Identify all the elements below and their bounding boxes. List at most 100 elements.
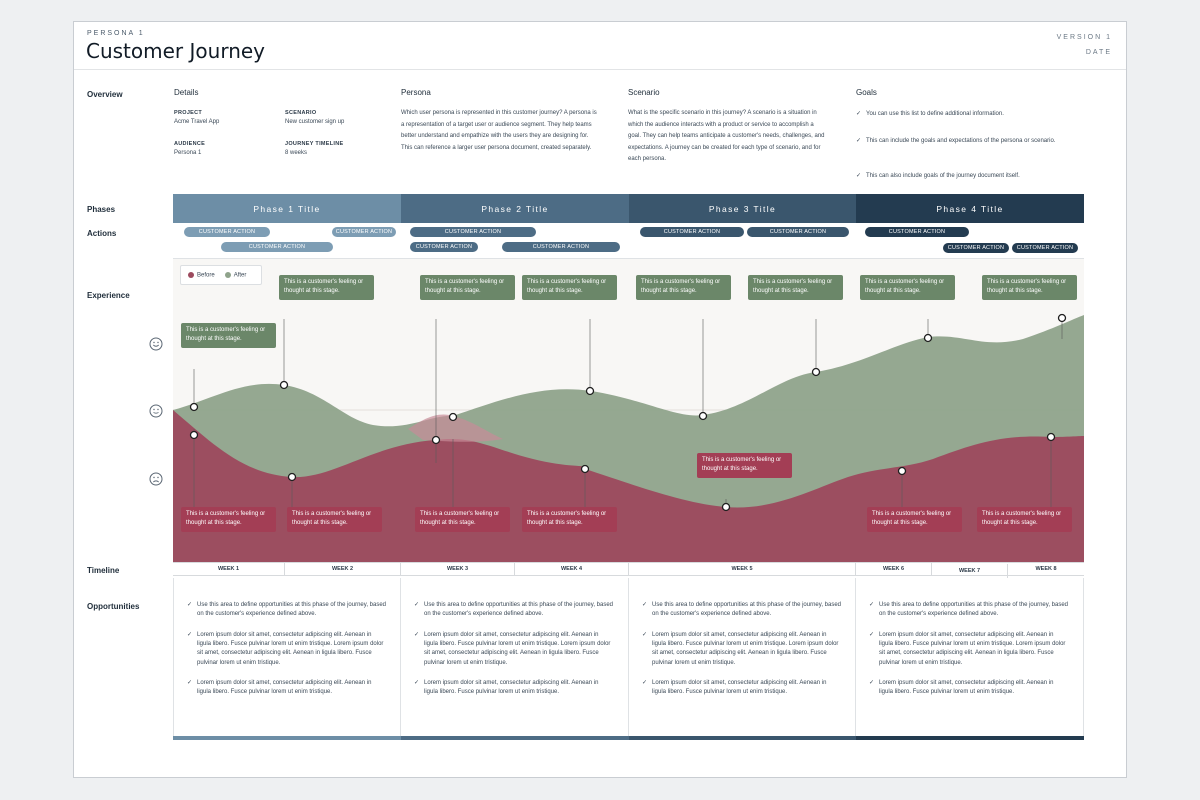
before-point — [721, 502, 731, 512]
scenario-title: Scenario — [628, 88, 660, 97]
journey-timeline-value: 8 weeks — [285, 150, 308, 156]
feeling-bubble-after: This is a customer's feeling or thought … — [522, 275, 617, 300]
smiley-happy-icon — [149, 337, 163, 351]
after-point — [698, 411, 708, 421]
opportunities-column-1: Use this area to define opportunities at… — [173, 578, 401, 738]
feeling-bubble-before: This is a customer's feeling or thought … — [977, 507, 1072, 532]
phase-bar-4 — [856, 736, 1084, 740]
audience-label: AUDIENCE — [174, 141, 206, 147]
customer-action-pill: CUSTOMER ACTION — [865, 227, 969, 237]
opportunities-column-2: Use this area to define opportunities at… — [401, 578, 629, 738]
header-divider — [74, 69, 1126, 70]
scenario-text: What is the specific scenario in this jo… — [628, 110, 825, 162]
before-point — [287, 472, 297, 482]
feeling-bubble-after: This is a customer's feeling or thought … — [279, 275, 374, 300]
opportunity-item: Use this area to define opportunities at… — [642, 601, 842, 619]
feeling-bubble-after: This is a customer's feeling or thought … — [420, 275, 515, 300]
journey-timeline-label: JOURNEY TIMELINE — [285, 141, 344, 147]
phase-header-3: Phase 3 Title — [629, 194, 856, 223]
legend-after-label: After — [233, 272, 247, 279]
legend-before: Before — [188, 271, 215, 279]
before-curve-area — [173, 410, 1084, 562]
opportunity-item: Lorem ipsum dolor sit amet, consectetur … — [869, 631, 1069, 668]
customer-action-pill: CUSTOMER ACTION — [640, 227, 744, 237]
customer-action-pill: CUSTOMER ACTION — [410, 242, 478, 252]
goal-item: You can use this list to define addition… — [856, 110, 1056, 119]
audience-value: Persona 1 — [174, 150, 202, 156]
version-label: VERSION 1 — [1056, 34, 1112, 41]
opportunity-item: Lorem ipsum dolor sit amet, consectetur … — [642, 631, 842, 668]
customer-action-pill: CUSTOMER ACTION — [184, 227, 270, 237]
goal-item: This can also include goals of the journ… — [856, 172, 1056, 181]
opportunity-item: Use this area to define opportunities at… — [414, 601, 614, 619]
timeline-week: WEEK 7 — [932, 564, 1008, 578]
project-value: Acme Travel App — [174, 119, 220, 125]
timeline-week: WEEK 5 — [629, 562, 856, 576]
customer-action-pill: CUSTOMER ACTION — [747, 227, 849, 237]
opportunity-item: Use this area to define opportunities at… — [187, 601, 387, 619]
feeling-bubble-after: This is a customer's feeling or thought … — [636, 275, 731, 300]
customer-action-pill: CUSTOMER ACTION — [943, 243, 1009, 253]
feeling-bubble-before: This is a customer's feeling or thought … — [867, 507, 962, 532]
smiley-neutral-icon — [149, 404, 163, 418]
phase-header-2: Phase 2 Title — [401, 194, 629, 223]
legend-before-label: Before — [197, 272, 215, 279]
phase-bar-2 — [401, 736, 629, 740]
scenario-value: New customer sign up — [285, 119, 345, 125]
before-swatch — [188, 271, 194, 278]
after-point — [431, 435, 441, 445]
opportunity-item: Lorem ipsum dolor sit amet, consectetur … — [187, 679, 387, 697]
before-point — [189, 430, 199, 440]
feeling-bubble-before: This is a customer's feeling or thought … — [287, 507, 382, 532]
customer-action-pill: CUSTOMER ACTION — [410, 227, 536, 237]
opportunity-item: Use this area to define opportunities at… — [869, 601, 1069, 619]
before-point — [1046, 432, 1056, 442]
after-point — [585, 386, 595, 396]
goals-title: Goals — [856, 88, 877, 97]
details-title: Details — [174, 88, 199, 97]
page-title: Customer Journey — [86, 39, 266, 63]
smiley-sad-icon — [149, 472, 163, 486]
opportunities-column-3: Use this area to define opportunities at… — [629, 578, 856, 738]
customer-action-pill: CUSTOMER ACTION — [221, 242, 333, 252]
persona-title: Persona — [401, 88, 431, 97]
customer-action-pill: CUSTOMER ACTION — [502, 242, 620, 252]
feeling-bubble-before: This is a customer's feeling or thought … — [522, 507, 617, 532]
timeline-week: WEEK 6 — [856, 562, 932, 576]
phase-bar-3 — [629, 736, 856, 740]
timeline-week: WEEK 1 — [173, 562, 285, 576]
timeline-week: WEEK 4 — [515, 562, 629, 576]
row-label-overview: Overview — [87, 90, 123, 99]
opportunity-item: Lorem ipsum dolor sit amet, consectetur … — [642, 679, 842, 697]
persona-text: Which user persona is represented in thi… — [401, 110, 597, 151]
date-label: DATE — [1085, 49, 1112, 56]
feeling-bubble-after: This is a customer's feeling or thought … — [181, 323, 276, 348]
feeling-bubble-before: This is a customer's feeling or thought … — [181, 507, 276, 532]
phase-bar-1 — [173, 736, 401, 740]
goal-item: This can include the goals and expectati… — [856, 137, 1056, 146]
feeling-bubble-after: This is a customer's feeling or thought … — [860, 275, 955, 300]
before-point — [897, 466, 907, 476]
phase-header-1: Phase 1 Title — [173, 194, 401, 223]
overlap-region — [408, 414, 503, 442]
customer-action-pill: CUSTOMER ACTION — [332, 227, 396, 237]
row-label-phases: Phases — [87, 205, 116, 214]
opportunity-item: Lorem ipsum dolor sit amet, consectetur … — [187, 631, 387, 668]
before-point — [580, 464, 590, 474]
feeling-bubble-before: This is a customer's feeling or thought … — [697, 453, 792, 478]
feeling-bubble-after: This is a customer's feeling or thought … — [748, 275, 843, 300]
scenario-label: SCENARIO — [285, 110, 317, 116]
journey-map-frame: PERSONA 1 Customer Journey VERSION 1 DAT… — [73, 21, 1127, 778]
after-swatch — [224, 271, 231, 278]
feeling-bubble-before: This is a customer's feeling or thought … — [415, 507, 510, 532]
legend-after: After — [224, 271, 247, 279]
project-label: PROJECT — [174, 110, 203, 116]
after-point — [279, 380, 289, 390]
timeline-week: WEEK 3 — [401, 562, 515, 576]
row-label-actions: Actions — [87, 229, 117, 238]
after-point — [923, 333, 933, 343]
row-label-experience: Experience — [87, 291, 130, 300]
after-point — [811, 367, 821, 377]
opportunities-column-4: Use this area to define opportunities at… — [856, 578, 1084, 738]
before-point — [448, 412, 458, 422]
